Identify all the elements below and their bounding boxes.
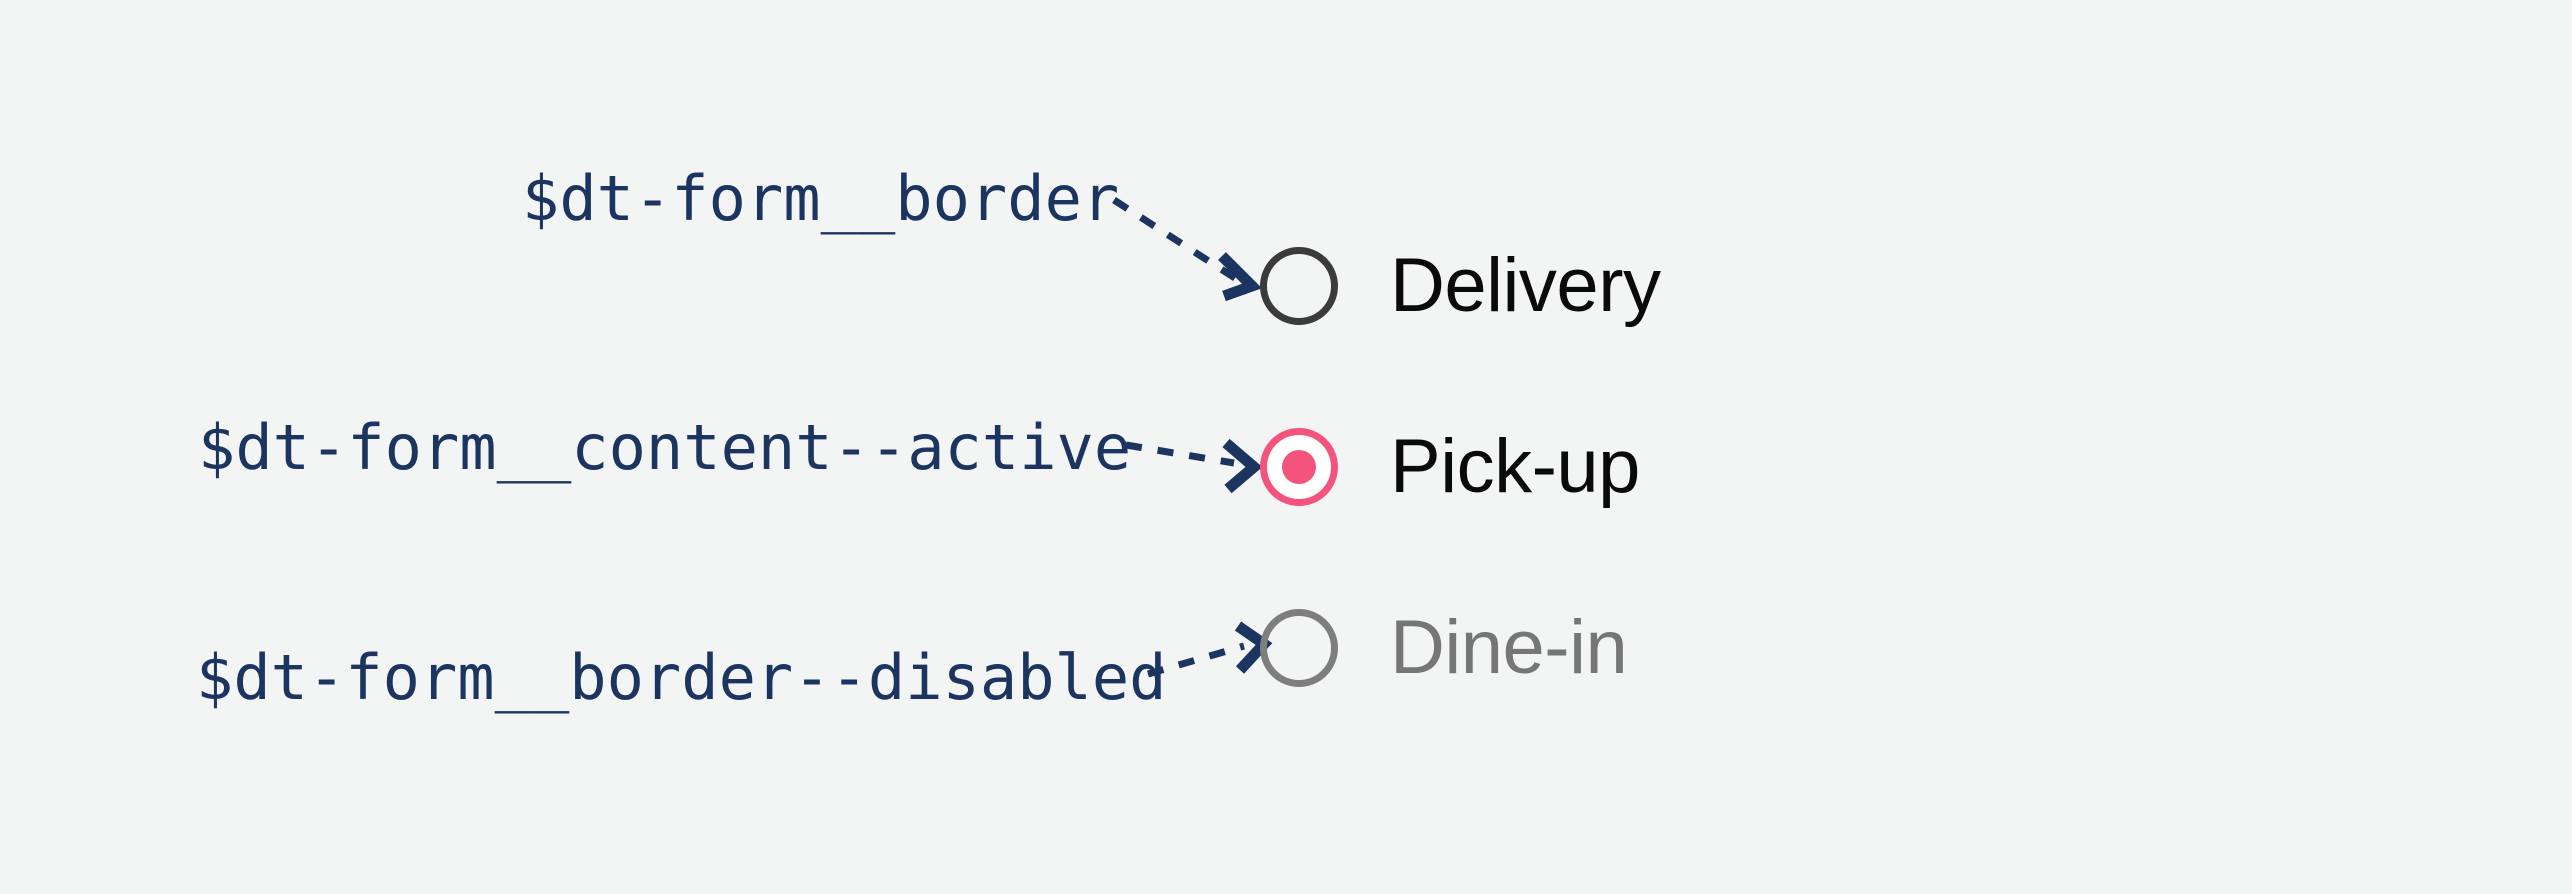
radio-option-dinein: Dine-in [1260, 605, 1628, 690]
annotation-label-border-disabled: $dt-form__border--disabled [196, 641, 1167, 714]
radio-option-delivery[interactable]: Delivery [1260, 247, 1661, 325]
radio-dinein-label: Dine-in [1390, 605, 1628, 690]
radio-delivery-icon[interactable] [1260, 247, 1338, 325]
annotation-arrow-border-disabled [1147, 621, 1273, 678]
annotation-label-border: $dt-form__border [522, 162, 1120, 235]
radio-pickup-selected-dot-icon [1282, 450, 1316, 484]
radio-pickup-label[interactable]: Pick-up [1390, 424, 1640, 509]
radio-dinein-icon [1260, 609, 1338, 687]
annotation-arrow-content-active [1125, 438, 1263, 494]
annotation-label-content-active: $dt-form__content--active [198, 411, 1132, 484]
radio-pickup-icon[interactable] [1260, 428, 1338, 506]
annotation-arrow-border [1112, 197, 1263, 302]
radio-delivery-label[interactable]: Delivery [1390, 243, 1661, 328]
radio-option-pickup[interactable]: Pick-up [1260, 428, 1640, 506]
